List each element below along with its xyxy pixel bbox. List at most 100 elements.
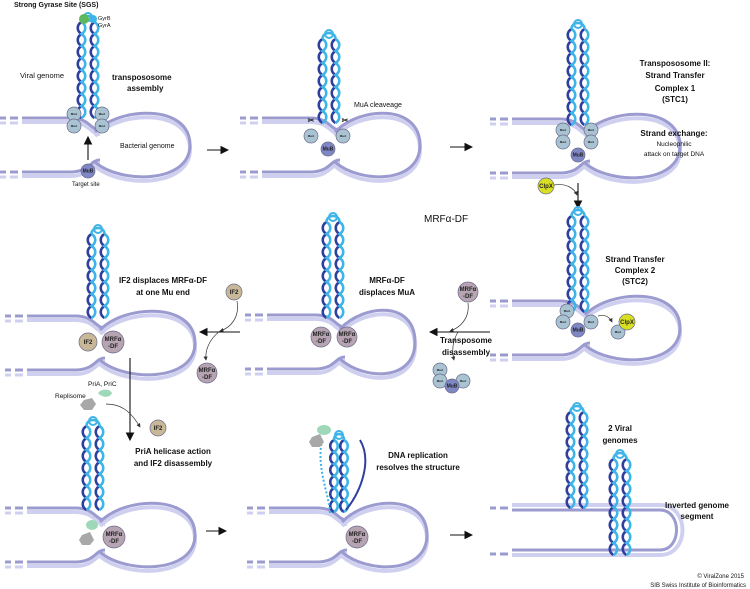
mrf-protein-shape: [310, 326, 332, 348]
replication-title-line1: DNA replication: [388, 451, 448, 460]
mrf-incoming-curve: [449, 302, 469, 333]
if2-protein-shape: [78, 332, 98, 352]
mrf-protein-label: -DF: [342, 339, 352, 345]
mua-protein-label: MuA: [560, 320, 567, 324]
viral-dna-strand: [623, 457, 632, 557]
strand-exchange-label: Strand exchange:: [640, 129, 707, 138]
bacterial-dna-strand: [512, 159, 591, 175]
pria-curve: [105, 403, 141, 428]
stc2-title-line2: Complex 2: [615, 266, 656, 275]
mua-protein: MuA: [583, 134, 599, 150]
mua-protein-shape: [335, 128, 351, 144]
mua-protein-label: MuA: [615, 330, 622, 334]
mrf-protein-label: MRFα: [349, 532, 366, 538]
mub-protein: MuB: [444, 378, 460, 394]
mrf-protein-label: -DF: [316, 339, 326, 345]
replication-strand: [345, 439, 367, 511]
pria-shape: [317, 425, 331, 435]
panel-mrf-displaces-mua: MRFα-DF displaces MuA Transposome disass…: [359, 276, 493, 357]
mub-protein-label: MuB: [83, 169, 94, 175]
mua-protein: MuA: [432, 362, 448, 378]
mua-protein: MuA: [66, 118, 82, 134]
mrf-protein-shape: [196, 362, 218, 384]
mua-protein-shape: [303, 128, 319, 144]
viral-dna-strand: [567, 410, 576, 510]
if2-incoming-curve: [219, 300, 238, 333]
bacterial-genome-panel4: [490, 294, 683, 366]
target-site-label: Target site: [72, 182, 100, 188]
panel-pria-helicase: PriA, PriC Replisome PriA helicase actio…: [55, 381, 213, 468]
mua-protein-label: MuA: [588, 320, 595, 324]
clpx-protein-shape: [537, 177, 555, 195]
bacterial-dna-strand: [338, 308, 417, 376]
viral-genome-panel1: [76, 12, 100, 120]
mrf-protein-label: MRFα: [105, 337, 122, 343]
viral-dna-strand: [91, 20, 100, 120]
mrf-protein-label: MRFα: [313, 332, 330, 338]
mrf-protein-label: -DF: [352, 539, 362, 545]
viral-dna-strand: [88, 232, 97, 320]
inverted-segment-line1: Inverted genome: [665, 501, 730, 510]
stc1-title-line4: (STC1): [662, 95, 688, 104]
viral-dna-strand: [568, 214, 577, 314]
viral-hairpin-loop: [573, 206, 583, 216]
viral-genome-panel9b: [608, 449, 632, 557]
gyrb-label: GyrB: [98, 16, 111, 22]
viral-hairpin-loop: [573, 19, 583, 29]
mua-protein-label: MuA: [437, 379, 444, 383]
bacterial-genome-panel7: [5, 501, 198, 573]
mrf-protein-shape: [345, 525, 369, 549]
panel-stc1: Transpososome II: Strand Transfer Comple…: [640, 59, 711, 158]
mua-protein-shape: [583, 314, 599, 330]
credit-line1: © ViralZone 2015: [697, 573, 744, 580]
viral-hairpin-tip: [569, 404, 585, 413]
viral-dna-strand: [101, 232, 110, 320]
replication-strand: [319, 439, 331, 516]
mrf-protein-label: -DF: [109, 539, 119, 545]
viral-hairpin-loop: [615, 449, 625, 459]
gyrb-shape: [79, 14, 89, 24]
mub-protein: MuB: [570, 147, 586, 163]
mua-cleavage-label: MuA cleaveage: [354, 102, 402, 109]
viral-dna-strand: [323, 220, 332, 320]
bacterial-dna-strand: [27, 356, 106, 372]
mub-protein: MuB: [570, 322, 586, 338]
bacterial-genome-panel5: [245, 308, 418, 380]
stc1-title-line2: Strand Transfer: [645, 71, 704, 80]
mrf-protein-label: -DF: [108, 344, 118, 350]
viral-genome-panel9a: [565, 402, 589, 510]
mub-protein-shape: [444, 378, 460, 394]
clpx-release-curve: [597, 315, 613, 323]
bacterial-dna-strand: [262, 158, 341, 174]
panel-result: 2 Viral genomes Inverted genome segment: [602, 424, 729, 521]
viral-genome-panel7: [81, 416, 105, 512]
mrf-displaces-line2: displaces MuA: [359, 288, 415, 297]
replisome-shape: [80, 398, 96, 410]
mua-protein-label: MuA: [588, 140, 595, 144]
if2-protein-shape: [225, 283, 243, 301]
pria-shape: [86, 520, 98, 530]
viral-genome-panel4: [566, 206, 590, 314]
viral-hairpin-loop: [88, 416, 98, 426]
bacterial-genome-label: Bacterial genome: [120, 143, 175, 150]
mua-protein: MuA: [94, 118, 110, 134]
mua-protein-shape: [583, 134, 599, 150]
viral-hairpin-tip: [325, 214, 341, 223]
mrf-protein-label: -DF: [463, 294, 473, 300]
viral-dna-strand: [581, 214, 590, 314]
viral-genome-panel2: [317, 29, 341, 125]
mua-protein: MuA: [610, 324, 626, 340]
clpx-protein-shape: [618, 313, 636, 331]
stc1-title-line3: Complex 1: [655, 84, 696, 93]
viral-hairpin-loop: [572, 402, 582, 412]
viral-dna-strand: [332, 37, 341, 125]
mrf-displaces-line1: MRFα-DF: [369, 276, 405, 285]
mua-protein: MuA: [555, 314, 571, 330]
nucleophilic-label-line1: Nucleophilic: [656, 141, 692, 148]
mua-protein-label: MuA: [560, 140, 567, 144]
bacterial-dna-strand: [93, 111, 192, 179]
bacterial-dna-strand: [98, 501, 197, 569]
panel-transpososome-assembly: Strong Gyrase Site (SGS) GyrB GyrA Viral…: [14, 2, 175, 188]
two-viral-genomes-line1: 2 Viral: [608, 424, 632, 433]
